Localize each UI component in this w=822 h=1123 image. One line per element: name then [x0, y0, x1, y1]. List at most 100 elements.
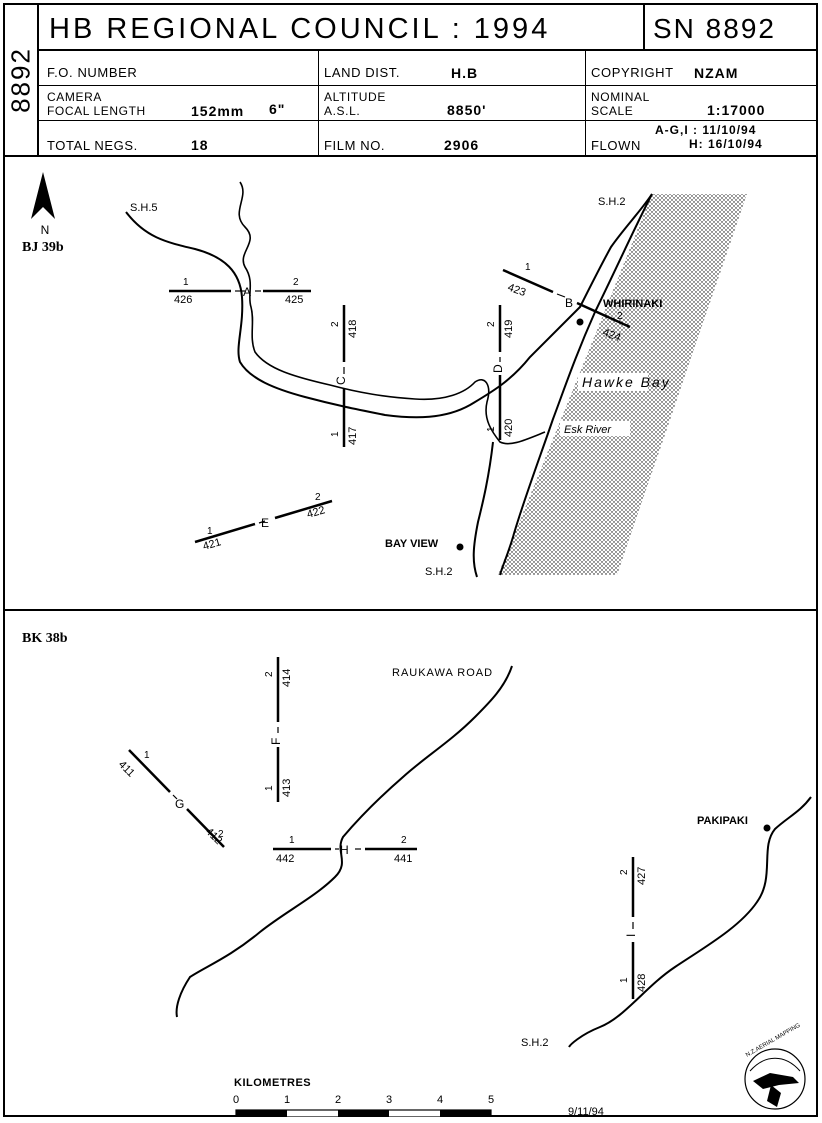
label-sh5: S.H.5	[130, 202, 158, 214]
copyright-label: COPYRIGHT	[591, 65, 674, 80]
run-h-letter: H	[340, 843, 349, 857]
label-hawke-bay: Hawke Bay	[582, 374, 671, 390]
svg-text:1: 1	[525, 262, 531, 273]
run-d-letter: D	[491, 364, 505, 373]
asl-label: A.S.L.	[324, 104, 361, 118]
svg-text:424: 424	[601, 327, 622, 345]
svg-text:1: 1	[330, 431, 341, 437]
nz-aerial-mapping-logo: N.Z.AERIAL MAPPING	[744, 1022, 806, 1110]
svg-text:441: 441	[394, 853, 412, 865]
flown-line-1: A-G,I : 11/10/94	[655, 123, 757, 137]
svg-text:426: 426	[174, 294, 192, 306]
scale-label: SCALE	[591, 104, 634, 118]
focal-length-mm: 152mm	[191, 103, 245, 119]
run-e-letter: E	[261, 516, 269, 530]
header-row-2: CAMERA FOCAL LENGTH 152mm 6" ALTITUDE A.…	[39, 86, 816, 121]
svg-text:2: 2	[619, 869, 630, 875]
svg-text:422: 422	[306, 504, 327, 521]
svg-text:2: 2	[486, 321, 497, 327]
svg-text:417: 417	[347, 427, 359, 445]
svg-text:1: 1	[284, 1094, 290, 1106]
run-g: 1 411 G 2 412	[116, 749, 225, 848]
altitude-value: 8850'	[447, 102, 487, 118]
run-i: 2 427 I 1 428	[619, 857, 648, 999]
svg-text:413: 413	[281, 779, 293, 797]
state-highway-2-pakipaki	[568, 796, 812, 1048]
header-row-3: TOTAL NEGS. 18 FILM NO. 2906 FLOWN A-G,I…	[39, 121, 816, 155]
run-a: 1 426 A 2 425	[169, 277, 311, 306]
svg-text:2: 2	[401, 835, 407, 846]
film-no-label: FILM NO.	[324, 138, 386, 153]
panel-bottom-label: BK 38b	[22, 631, 68, 646]
run-e: 1 421 E 2 422	[194, 492, 333, 553]
side-code-box: 8892	[5, 5, 39, 155]
svg-text:1: 1	[207, 526, 213, 537]
map-canvas: N BJ 39b S.H.5 S.H.2 WHIRINAKI Hawke Bay…	[5, 172, 816, 1117]
run-f: 2 414 F 1 413	[264, 657, 293, 802]
svg-text:1: 1	[183, 277, 189, 288]
svg-text:425: 425	[285, 294, 303, 306]
svg-text:419: 419	[503, 320, 515, 338]
svg-text:4: 4	[437, 1094, 443, 1106]
whirinaki-point	[576, 318, 584, 326]
svg-text:1: 1	[264, 785, 275, 791]
land-dist-value: H.B	[451, 65, 479, 81]
svg-text:2: 2	[315, 492, 321, 503]
panel-bk38b: BK 38b RAUKAWA ROAD PAKIPAKI S.H.2 2 414…	[22, 631, 812, 1117]
run-b-letter: B	[565, 296, 573, 310]
svg-text:2: 2	[330, 321, 341, 327]
bay-view-point	[456, 543, 464, 551]
title-block: 8892 HB REGIONAL COUNCIL : 1994 SN 8892 …	[5, 5, 816, 157]
svg-text:427: 427	[636, 867, 648, 885]
label-pakipaki: PAKIPAKI	[697, 815, 748, 827]
run-c-letter: C	[334, 376, 348, 385]
raukawa-road	[175, 665, 513, 1018]
fo-number-label: F.O. NUMBER	[47, 65, 138, 80]
svg-text:1: 1	[144, 750, 150, 761]
side-code: 8892	[5, 47, 36, 113]
total-negs-label: TOTAL NEGS.	[47, 138, 138, 153]
scale-bar-title: KILOMETRES	[234, 1077, 311, 1089]
flown-label: FLOWN	[591, 138, 641, 153]
svg-text:420: 420	[503, 419, 515, 437]
pakipaki-point	[763, 824, 771, 832]
state-highway-5	[125, 193, 653, 419]
run-g-letter: G	[175, 797, 184, 811]
label-sh2-bottom-panel: S.H.2	[521, 1037, 549, 1049]
run-b: 1 423 B 2 424	[502, 262, 631, 345]
coastline	[499, 193, 653, 576]
flown-line-2: H: 16/10/94	[689, 137, 763, 151]
svg-text:0: 0	[233, 1094, 239, 1106]
sheet-title: HB REGIONAL COUNCIL : 1994	[39, 5, 645, 51]
run-d: 2 419 D 1 420	[486, 305, 515, 440]
film-no-value: 2906	[444, 137, 480, 153]
svg-text:2: 2	[218, 829, 224, 840]
label-whirinaki: WHIRINAKI	[603, 298, 662, 310]
label-sh2-bottom: S.H.2	[425, 566, 453, 578]
label-raukawa-road: RAUKAWA ROAD	[392, 667, 493, 679]
photo-index-sheet: 8892 HB REGIONAL COUNCIL : 1994 SN 8892 …	[3, 3, 818, 1117]
run-a-letter: A	[243, 285, 251, 299]
compile-date: 9/11/94	[568, 1106, 604, 1117]
total-negs-value: 18	[191, 137, 209, 153]
camera-label: CAMERA	[47, 90, 102, 104]
north-arrow-icon	[31, 172, 55, 219]
svg-text:414: 414	[281, 669, 293, 687]
svg-text:1: 1	[619, 977, 630, 983]
run-i-letter: I	[624, 934, 638, 937]
run-c: 2 418 C 1 417	[330, 305, 359, 447]
svg-text:418: 418	[347, 320, 359, 338]
svg-text:2: 2	[264, 671, 275, 677]
label-bay-view: BAY VIEW	[385, 538, 439, 550]
scale-value: 1:17000	[707, 102, 766, 118]
land-dist-label: LAND DIST.	[324, 65, 401, 80]
label-esk-river: Esk River	[564, 424, 612, 436]
copyright-value: NZAM	[694, 65, 739, 81]
svg-text:442: 442	[276, 853, 294, 865]
panel-bj39b: N BJ 39b S.H.5 S.H.2 WHIRINAKI Hawke Bay…	[22, 172, 747, 578]
svg-text:428: 428	[636, 974, 648, 992]
run-h: 1 442 H 2 441	[273, 835, 417, 865]
svg-text:3: 3	[386, 1094, 392, 1106]
header-row-1: F.O. NUMBER LAND DIST. H.B COPYRIGHT NZA…	[39, 51, 816, 86]
focal-length-inches: 6"	[269, 101, 286, 117]
